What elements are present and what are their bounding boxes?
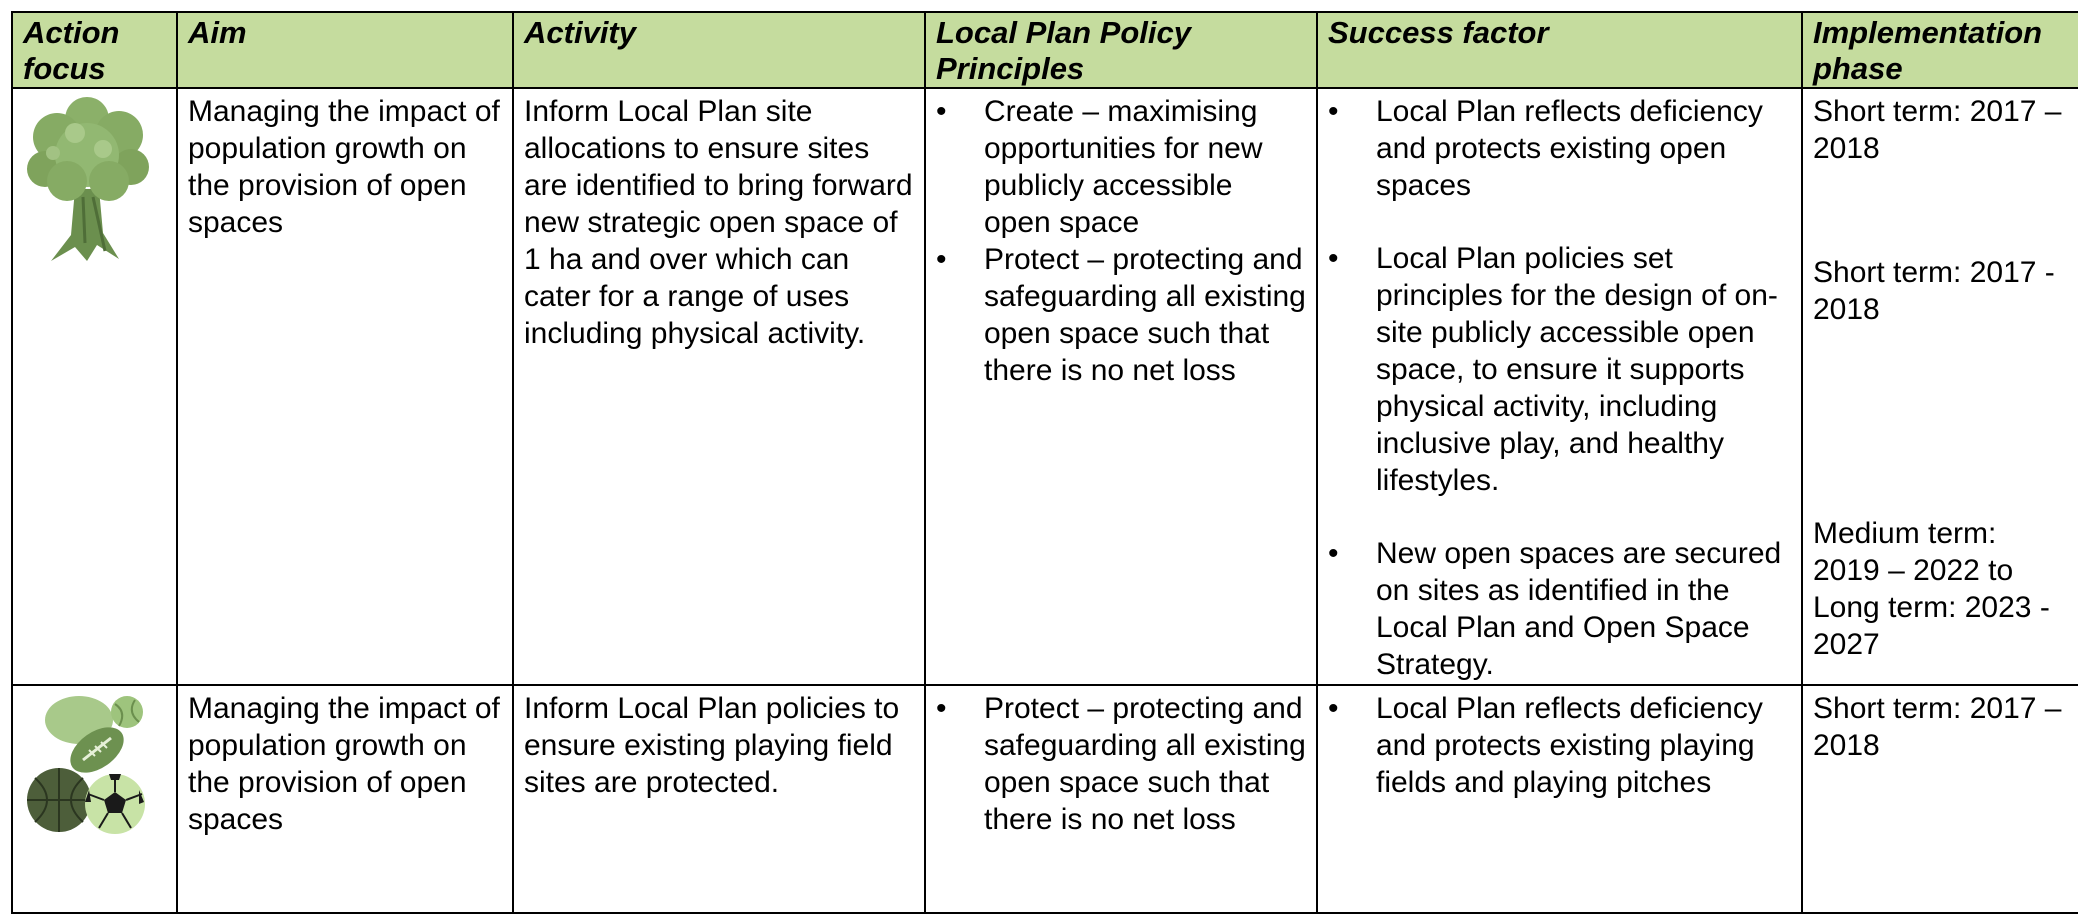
success-factor-cell: Local Plan reflects deficiency and prote… [1316, 87, 1803, 686]
table-row: Managing the impact of population growth… [11, 684, 2078, 914]
phase-text: Short term: 2017 – 2018 [1813, 95, 2062, 165]
success-factor-list: Local Plan reflects deficiency and prote… [1328, 93, 1791, 683]
phase-text: Short term: 2017 – 2018 [1813, 692, 2062, 762]
header-activity: Activity [512, 11, 926, 89]
action-plan-table: Action focus Aim Activity Local Plan Pol… [11, 11, 2078, 914]
principle-item: Create – maximising opportunities for ne… [936, 93, 1306, 241]
principles-cell: Protect – protecting and safeguarding al… [924, 684, 1318, 914]
aim-cell: Managing the impact of population growth… [176, 87, 514, 686]
header-row: Action focus Aim Activity Local Plan Pol… [11, 11, 2078, 89]
principles-list: Create – maximising opportunities for ne… [936, 93, 1306, 389]
tree-icon [27, 97, 149, 261]
header-aim: Aim [176, 11, 514, 89]
header-success-factor: Success factor [1316, 11, 1803, 89]
aim-cell: Managing the impact of population growth… [176, 684, 514, 914]
table-row: Managing the impact of population growth… [11, 87, 2078, 686]
phase-text: Short term: 2017 - 2018 [1813, 256, 2055, 326]
implementation-phase-cell: Short term: 2017 – 2018 Short term: 2017… [1801, 87, 2078, 686]
success-factor-item: Local Plan policies set principles for t… [1328, 240, 1791, 499]
principles-cell: Create – maximising opportunities for ne… [924, 87, 1318, 686]
success-factor-item: Local Plan reflects deficiency and prote… [1328, 93, 1791, 204]
activity-cell: Inform Local Plan site allocations to en… [512, 87, 926, 686]
header-policy-principles: Local Plan Policy Principles [924, 11, 1318, 89]
principle-item: Protect – protecting and safeguarding al… [936, 690, 1306, 838]
phase-text: Medium term: 2019 – 2022 to Long term: 2… [1813, 517, 2050, 661]
principles-list: Protect – protecting and safeguarding al… [936, 690, 1306, 838]
action-focus-cell [11, 87, 178, 686]
principle-item: Protect – protecting and safeguarding al… [936, 241, 1306, 389]
activity-cell: Inform Local Plan policies to ensure exi… [512, 684, 926, 914]
sports-balls-icon [27, 696, 145, 834]
header-action-focus: Action focus [11, 11, 178, 89]
success-factor-list: Local Plan reflects deficiency and prote… [1328, 690, 1791, 801]
success-factor-item: Local Plan reflects deficiency and prote… [1328, 690, 1791, 801]
implementation-phase-cell: Short term: 2017 – 2018 [1801, 684, 2078, 914]
action-focus-cell [11, 684, 178, 914]
success-factor-cell: Local Plan reflects deficiency and prote… [1316, 684, 1803, 914]
success-factor-item: New open spaces are secured on sites as … [1328, 535, 1791, 683]
header-implementation-phase: Implementation phase [1801, 11, 2078, 89]
